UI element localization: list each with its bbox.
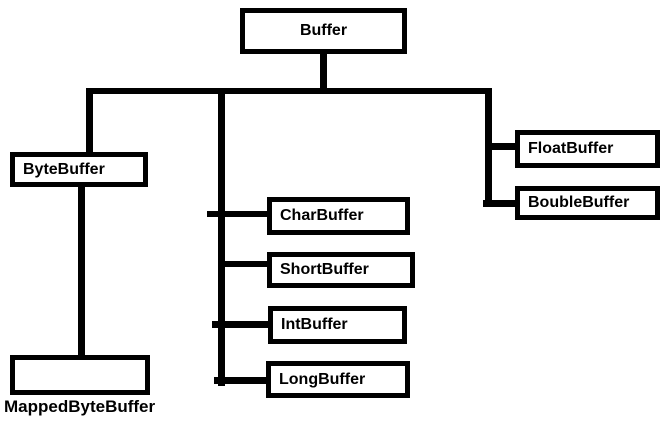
edge-stub-longbuffer — [214, 377, 270, 384]
edge-stub-boublebuffer — [483, 200, 518, 207]
node-bytebuffer-label: ByteBuffer — [23, 160, 105, 178]
node-shortbuffer: ShortBuffer — [267, 252, 415, 288]
edge-buffer-drop — [320, 53, 327, 93]
node-mappedbytebuffer-box — [10, 355, 150, 395]
edge-bytebuffer-to-mapped — [78, 185, 85, 357]
node-charbuffer: CharBuffer — [267, 197, 410, 235]
node-floatbuffer-label: FloatBuffer — [528, 140, 614, 157]
node-boublebuffer-label: BoubleBuffer — [528, 194, 630, 211]
node-shortbuffer-label: ShortBuffer — [280, 261, 369, 278]
node-buffer: Buffer — [240, 8, 407, 54]
node-charbuffer-label: CharBuffer — [280, 207, 364, 224]
edge-stub-floatbuffer — [488, 143, 518, 150]
node-longbuffer-label: LongBuffer — [279, 370, 366, 388]
node-bytebuffer: ByteBuffer — [10, 152, 148, 187]
node-floatbuffer: FloatBuffer — [515, 130, 660, 168]
node-buffer-label: Buffer — [299, 22, 348, 39]
node-intbuffer-label: IntBuffer — [281, 316, 348, 333]
edge-stub-charbuffer — [207, 211, 270, 217]
edge-horizontal-bus — [88, 88, 492, 94]
node-boublebuffer: BoubleBuffer — [515, 186, 660, 220]
node-longbuffer: LongBuffer — [266, 361, 410, 398]
edge-stub-intbuffer — [212, 321, 270, 328]
edge-middle-trunk — [218, 88, 225, 386]
node-intbuffer: IntBuffer — [268, 306, 407, 344]
edge-drop-to-bytebuffer — [86, 88, 93, 154]
edge-stub-shortbuffer — [218, 261, 270, 267]
node-mappedbytebuffer-label: MappedByteBuffer — [4, 397, 156, 416]
